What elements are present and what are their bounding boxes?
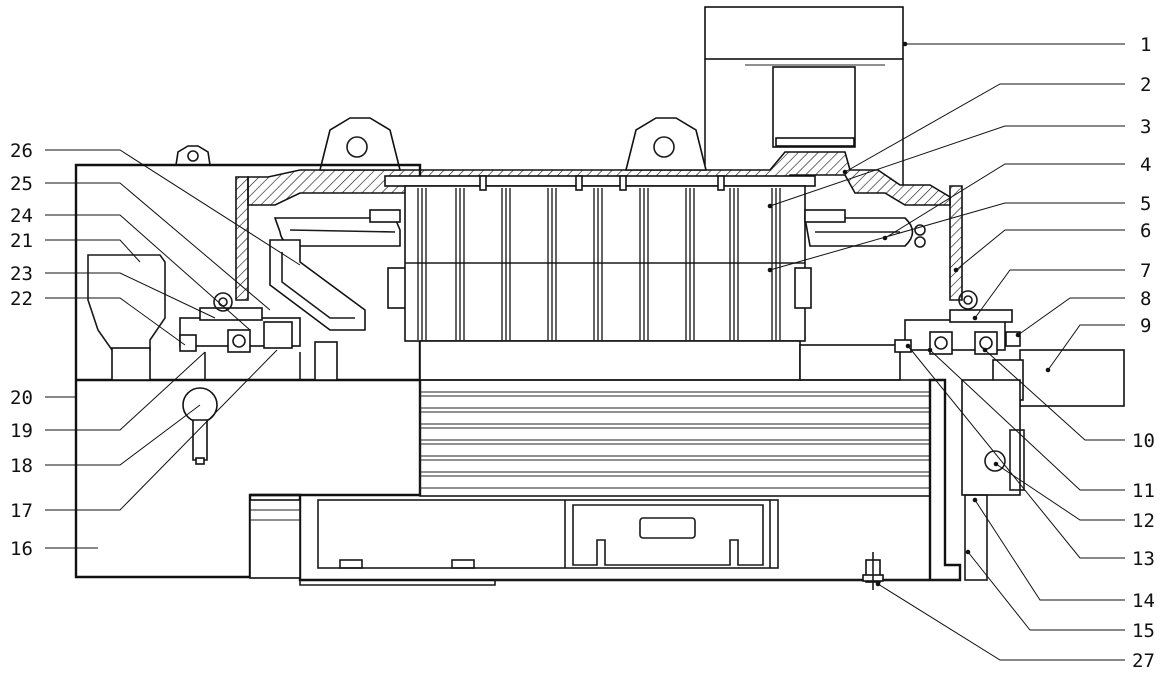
stator-core <box>384 175 816 342</box>
terminal-box <box>704 6 904 185</box>
cooler-tubes <box>419 379 931 497</box>
label-20: 20 <box>10 387 33 409</box>
label-10: 10 <box>1132 430 1155 452</box>
label-1: 1 <box>1140 34 1151 56</box>
label-26: 26 <box>10 140 33 162</box>
label-12: 12 <box>1132 510 1155 532</box>
part-number-labels: 1 2 3 4 5 6 7 8 9 10 11 12 13 14 15 27 2… <box>10 34 1155 672</box>
label-9: 9 <box>1140 315 1151 337</box>
label-16: 16 <box>10 538 33 560</box>
label-18: 18 <box>10 455 33 477</box>
leader-lines-right <box>767 41 1125 661</box>
drain-valve <box>862 552 884 590</box>
label-5: 5 <box>1140 193 1151 215</box>
stator-winding-right <box>794 209 926 309</box>
air-deflector <box>87 254 166 381</box>
label-4: 4 <box>1140 154 1151 176</box>
label-27: 27 <box>1132 650 1155 672</box>
label-25: 25 <box>10 173 33 195</box>
label-14: 14 <box>1132 590 1155 612</box>
label-2: 2 <box>1140 74 1151 96</box>
label-13: 13 <box>1132 548 1155 570</box>
label-8: 8 <box>1140 288 1151 310</box>
label-22: 22 <box>10 288 33 310</box>
base-frame <box>249 378 962 586</box>
stator-winding-left <box>273 209 409 309</box>
leader-lines-left <box>45 149 301 549</box>
label-17: 17 <box>10 500 33 522</box>
label-11: 11 <box>1132 480 1155 502</box>
left-bearing-assembly <box>179 292 338 381</box>
label-24: 24 <box>10 205 33 227</box>
label-19: 19 <box>10 420 33 442</box>
label-23: 23 <box>10 263 33 285</box>
label-6: 6 <box>1140 220 1151 242</box>
temperature-sensor <box>182 387 218 465</box>
core-laminations <box>417 188 781 340</box>
label-15: 15 <box>1132 620 1155 642</box>
right-end-shield <box>961 379 1025 581</box>
label-7: 7 <box>1140 260 1151 282</box>
air-guide-baffle <box>269 239 366 331</box>
label-3: 3 <box>1140 116 1151 138</box>
label-21: 21 <box>10 230 33 252</box>
